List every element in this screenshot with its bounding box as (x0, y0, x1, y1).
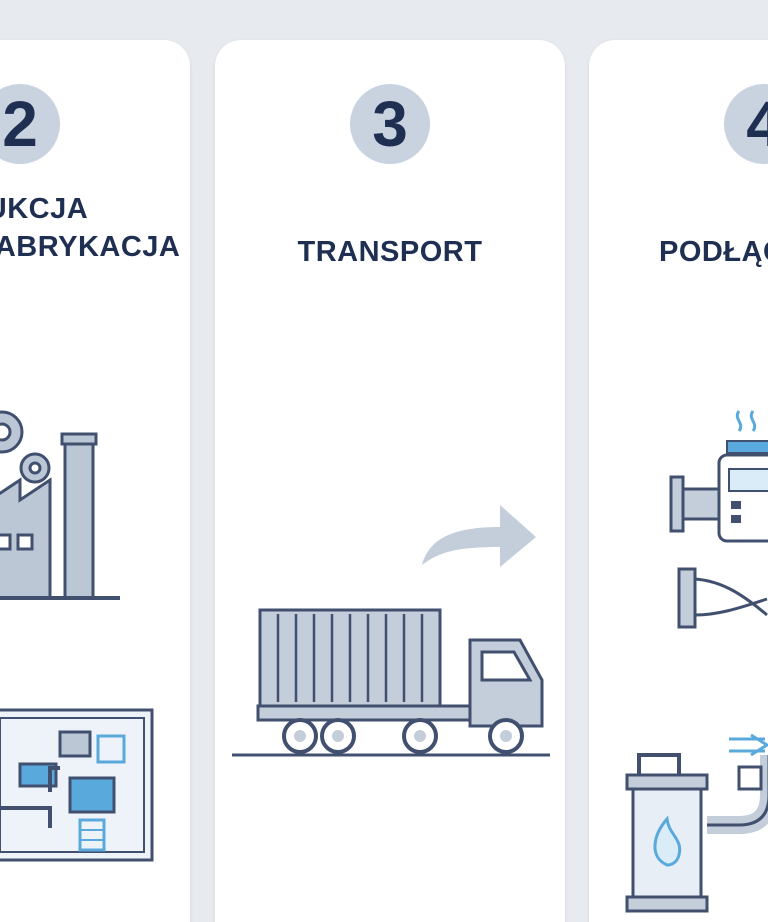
gear-icon (0, 410, 51, 484)
truck-icon (232, 608, 550, 757)
step-number-badge: 2 (0, 84, 60, 164)
control-panel-icon (0, 708, 154, 862)
arrow-right-icon (422, 505, 536, 567)
step-card-4: 4 PODŁĄCZENIE (589, 40, 768, 922)
step-card-2: 2 PRODUKCJA I PREFABRYKACJA (0, 40, 190, 922)
step-number-badge: 4 (724, 84, 768, 164)
handshake-icon (677, 567, 768, 629)
gas-meter-icon (669, 410, 768, 543)
step-title: PODŁĄCZENIE (659, 236, 768, 268)
step-title: PRODUKCJA I PREFABRYKACJA (0, 193, 181, 263)
gas-boiler-icon (625, 733, 768, 913)
step-number-badge: 3 (350, 84, 430, 164)
flame-icon (653, 815, 682, 867)
step-title: TRANSPORT (297, 236, 483, 268)
step-card-3: 3 TRANSPORT (215, 40, 565, 922)
factory-icon (0, 410, 120, 600)
